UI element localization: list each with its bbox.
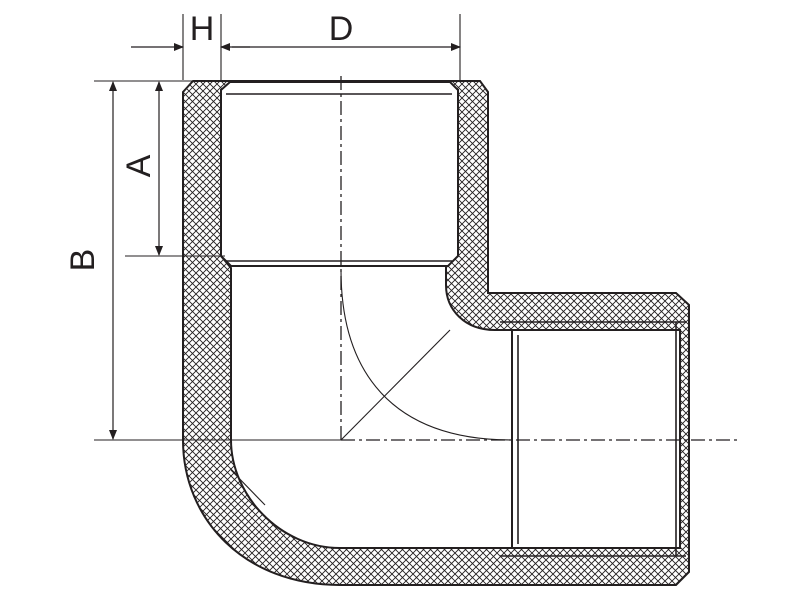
- bend-diagonal: [340, 329, 451, 441]
- right-socket-bore: [511, 329, 681, 549]
- outer-bend-diagonal: [230, 469, 266, 506]
- upper-socket-bore: [220, 81, 459, 267]
- dim-a-label: A: [120, 154, 158, 177]
- dim-d-label: D: [329, 10, 354, 48]
- dim-h-label: H: [190, 10, 215, 48]
- bend-arc: [340, 269, 513, 441]
- dim-b-label: B: [64, 249, 102, 272]
